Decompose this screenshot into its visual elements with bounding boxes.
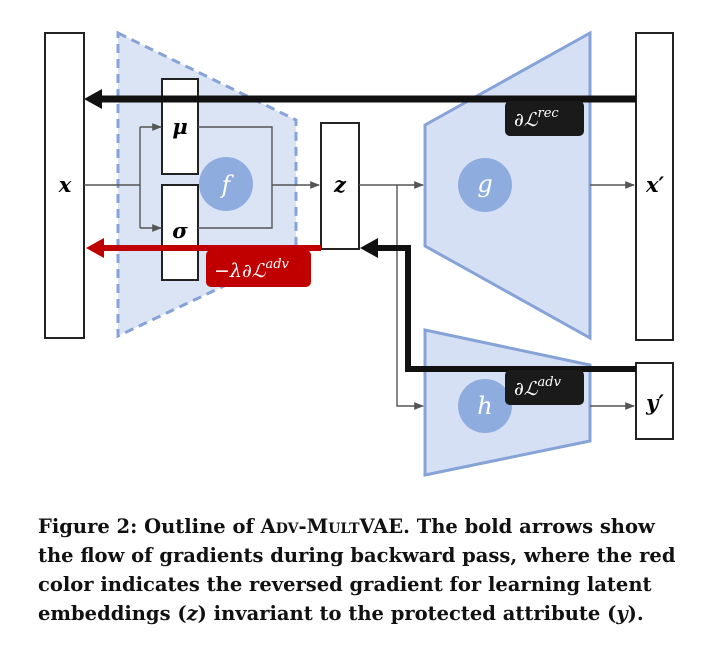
label-z: z [333,172,347,197]
badge-adv-reversed-sup: adv [265,257,289,272]
caption-prefix: Figure 2: Outline of [38,515,261,538]
badge-adv-reversed: −λ∂ℒadv [206,250,311,287]
sigma-box [161,184,199,281]
badge-adv-main: ∂ℒ [514,378,539,400]
label-y-prime: y′ [645,390,664,415]
f-node-circle [199,157,253,211]
caption-model-name: Adv-MultVAE [260,515,404,538]
caption-z: z [186,602,198,625]
mu-box [161,78,199,175]
input-x-box [44,32,85,339]
h-node-circle [458,379,512,433]
svg-text:∂ℒadv: ∂ℒadv [514,375,562,400]
label-x: x [58,172,72,197]
label-g: g [477,170,492,198]
label-sigma: σ [172,218,188,243]
badge-rec-sup: rec [538,106,560,121]
gradient-adv-arrow [360,238,636,372]
badge-rec-main: ∂ℒ [514,109,539,131]
gradient-rec-arrow [84,89,636,109]
label-mu: μ [172,114,187,139]
svg-text:−λ∂ℒadv: −λ∂ℒadv [214,257,290,282]
caption-text-2: ) invariant to the protected attribute ( [197,602,617,625]
output-y-prime-box [635,362,674,440]
forward-connectors [84,123,635,410]
output-x-prime-box [635,32,674,341]
badge-rec: ∂ℒrec [505,101,584,136]
caption-y: y [616,602,628,625]
badge-adv: ∂ℒadv [505,370,584,405]
caption-text-1: . The bold arrows show the flow of gradi… [38,515,676,625]
badge-adv-sup: adv [538,375,562,390]
gradient-reversed-arrow [86,238,321,258]
latent-z-box [320,122,360,250]
svg-text:∂ℒrec: ∂ℒrec [514,106,559,131]
label-x-prime: x′ [645,172,665,197]
g-node-circle [458,158,512,212]
caption-text-3: ). [627,602,644,625]
badge-adv-reversed-main: −λ∂ℒ [214,260,267,282]
label-h: h [477,392,492,420]
figure-caption: Figure 2: Outline of Adv-MultVAE. The bo… [38,512,678,628]
